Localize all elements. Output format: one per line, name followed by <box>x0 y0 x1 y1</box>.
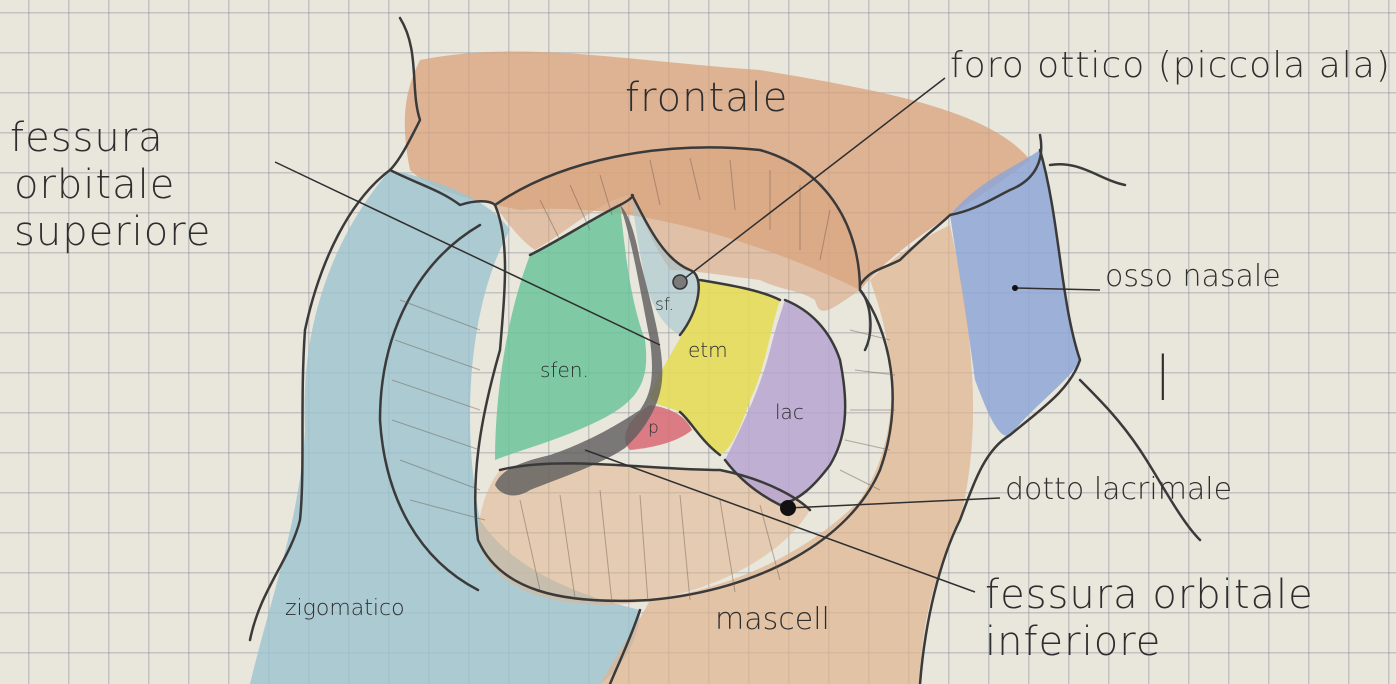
label-foro-ottico: foro ottico (piccola ala) <box>950 48 1391 84</box>
label-zigomatico: zigomatico <box>285 598 405 620</box>
dotto-lacrimale-marker <box>780 500 796 516</box>
label-etmoide: etm <box>688 340 728 360</box>
label-fessura-superiore-2: orbitale <box>14 165 175 205</box>
label-frontale: frontale <box>625 78 788 118</box>
label-sfenoide: sfen. <box>540 360 589 380</box>
stray-mark: | <box>1155 350 1172 396</box>
foro-ottico-marker <box>673 275 687 289</box>
label-mascella: mascell <box>715 605 830 635</box>
label-lacrimale: lac <box>775 402 804 422</box>
osso-nasale-marker <box>1012 285 1018 291</box>
label-fessura-inferiore-2: inferiore <box>985 622 1161 662</box>
label-fessura-superiore-3: superiore <box>14 212 211 252</box>
label-dotto-lacrimale: dotto lacrimale <box>1005 475 1232 505</box>
label-sfenoide-small: sf. <box>655 297 674 314</box>
label-fessura-inferiore-1: fessura orbitale <box>985 575 1314 615</box>
label-fessura-superiore-1: fessura <box>10 118 164 158</box>
label-palatino: p <box>648 420 659 437</box>
label-osso-nasale: osso nasale <box>1105 262 1281 292</box>
